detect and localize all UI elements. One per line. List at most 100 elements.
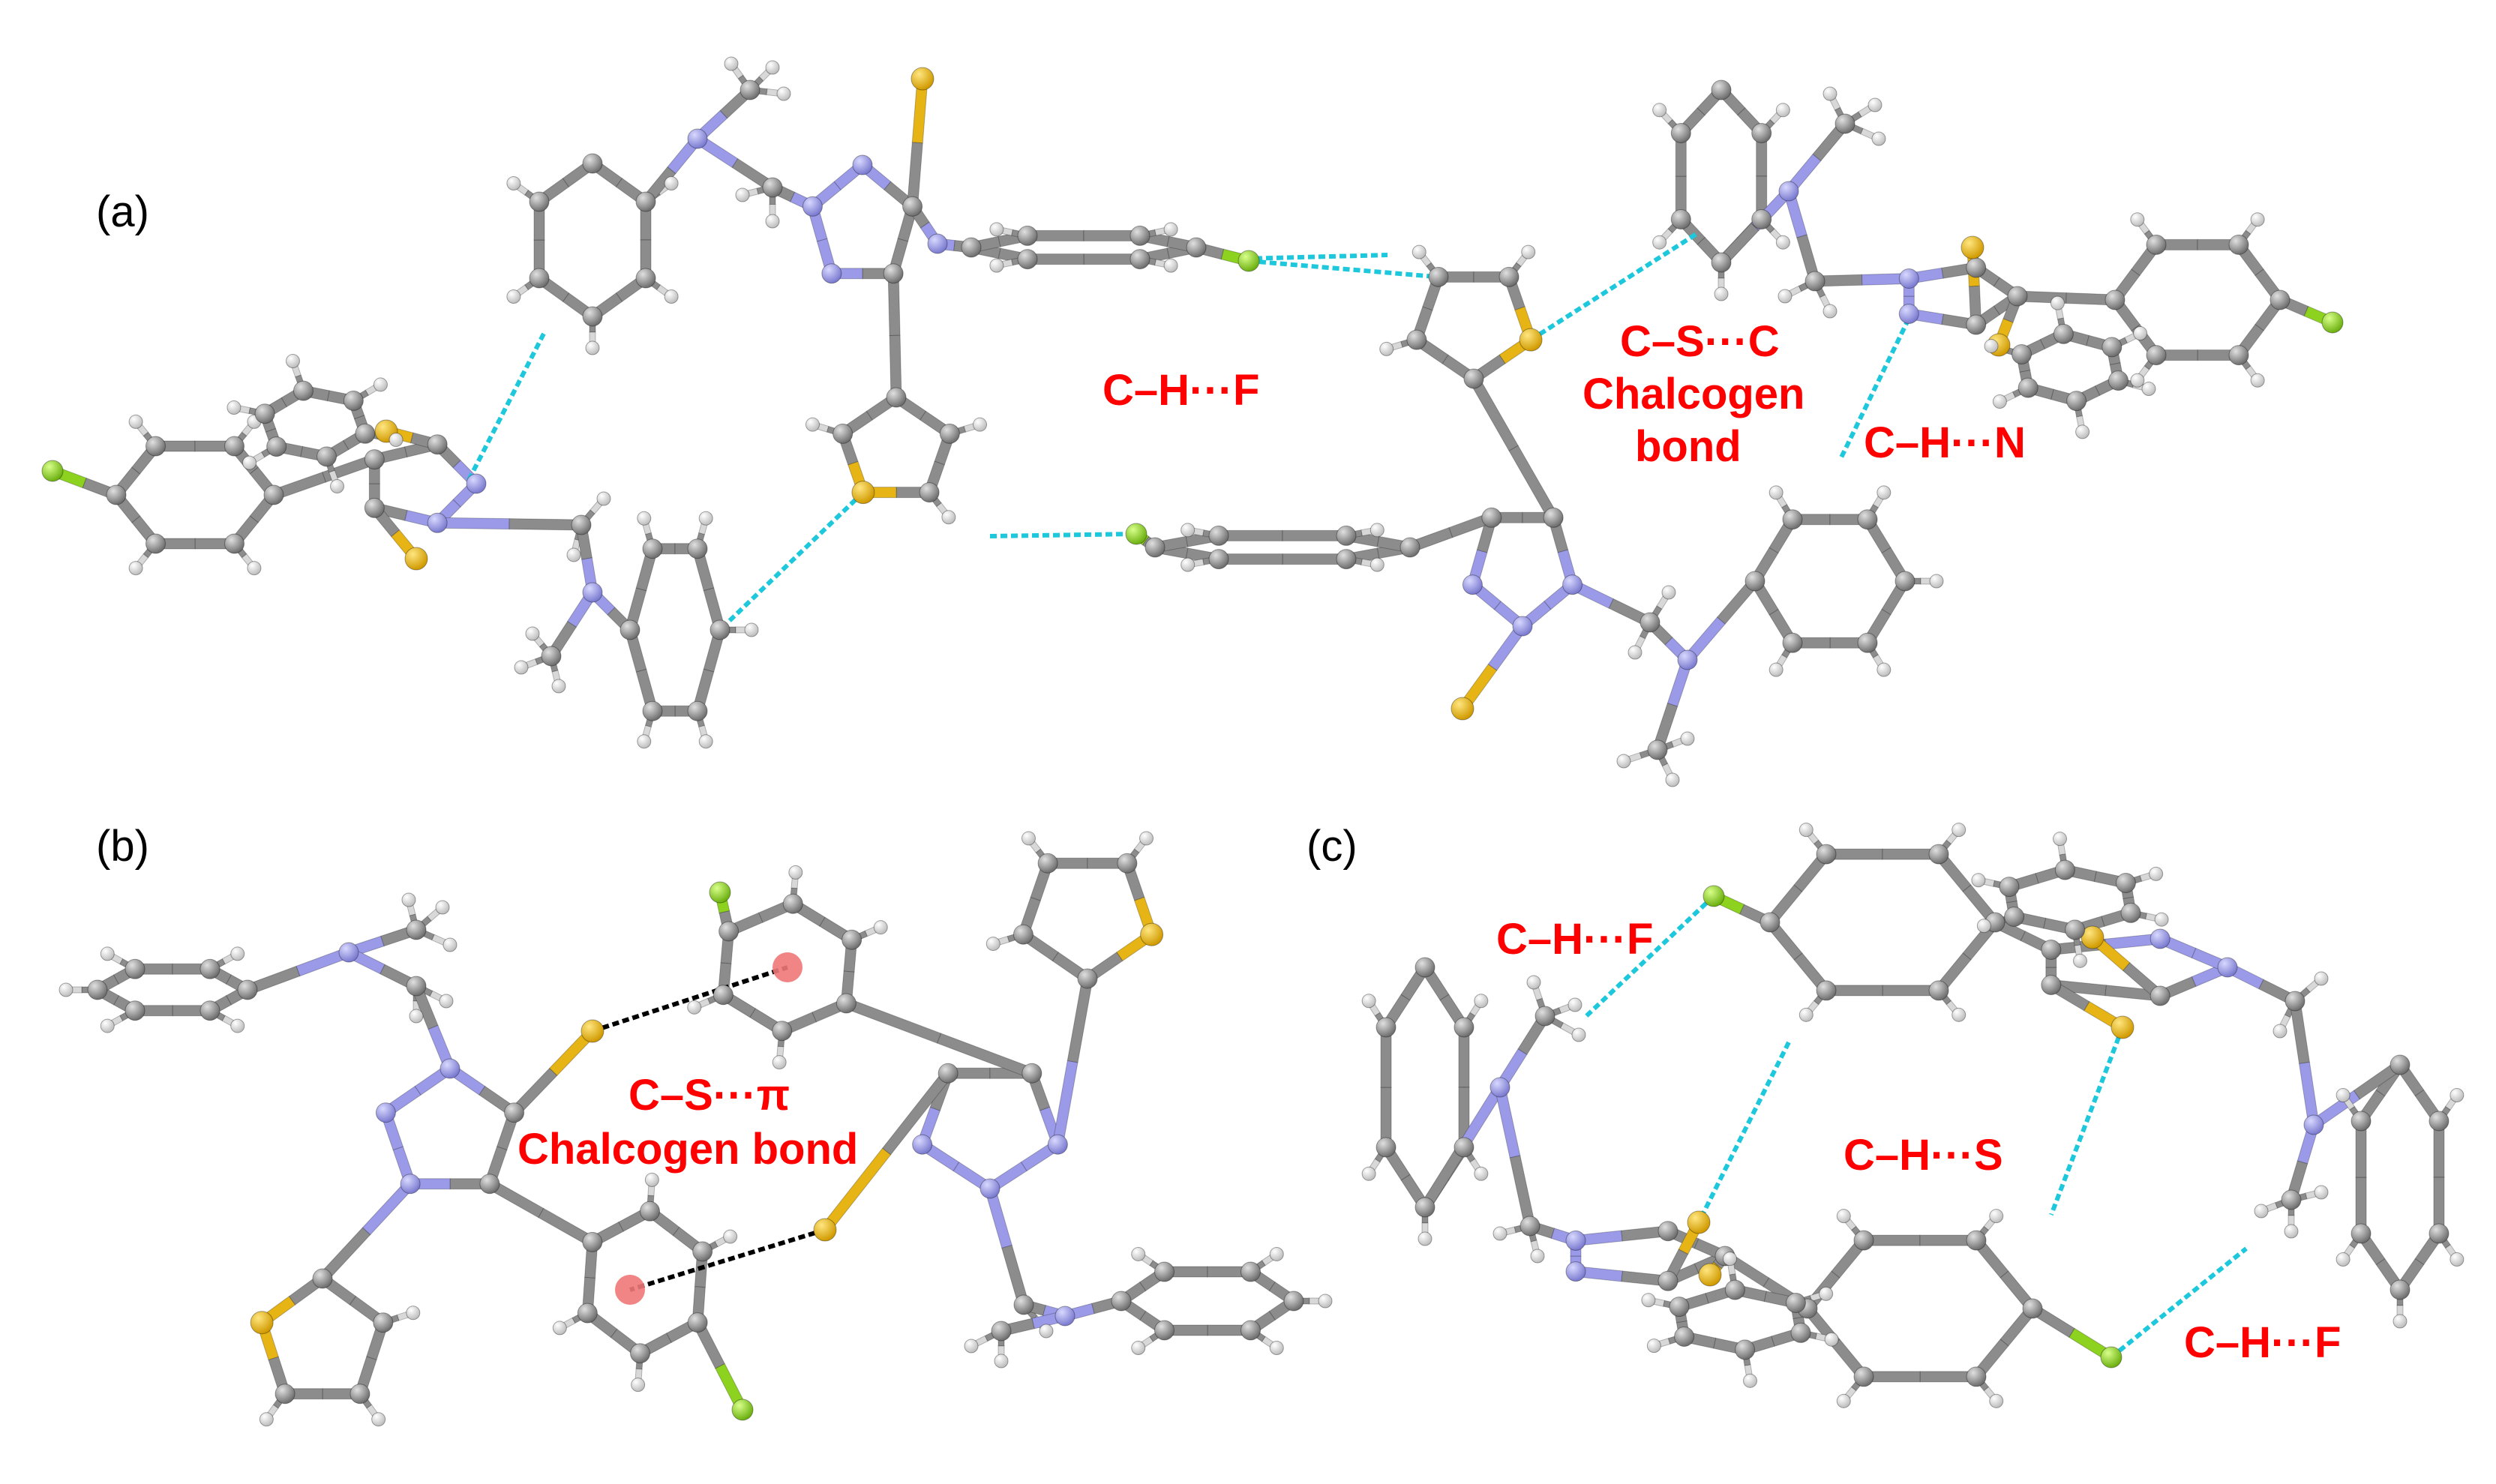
hydrogen-atom (1868, 97, 1882, 112)
sulfur-atom (1519, 328, 1543, 352)
hydrogen-atom (1379, 341, 1394, 356)
carbon-atom (1130, 225, 1150, 246)
carbon-atom (2108, 370, 2128, 391)
sulfur-atom (2110, 1015, 2134, 1039)
hydrogen-atom (698, 734, 713, 749)
hydrogen-atom (788, 865, 803, 880)
sulfur-atom (250, 1311, 274, 1335)
hydrogen-atom (964, 1339, 979, 1354)
hbond-ch-f (1244, 253, 1388, 261)
hydrogen-atom (1370, 557, 1384, 572)
carbon-atom (2350, 1223, 2372, 1244)
carbon-atom (2390, 1279, 2410, 1300)
carbon-atom (1670, 123, 1691, 143)
hydrogen-atom (1952, 1007, 1966, 1022)
hydrogen-atom (506, 176, 521, 191)
carbon-atom (842, 929, 862, 950)
hydrogen-atom (1616, 754, 1631, 769)
hydrogen-atom (247, 561, 262, 576)
carbon-atom (274, 1384, 296, 1405)
hydrogen-atom (1492, 1226, 1508, 1241)
hydrogen-atom (1723, 1252, 1738, 1267)
hydrogen-atom (1798, 823, 1814, 838)
noncovalent-contacts (466, 230, 2248, 1360)
carbon-atom (2390, 1054, 2410, 1075)
hydrogen-atom (1876, 485, 1892, 500)
hydrogen-atom (1971, 873, 1986, 888)
hydrogen-atom (1742, 1373, 1757, 1388)
carbon-atom (1154, 1261, 1174, 1282)
carbon-atom (1966, 314, 1987, 335)
hydrogen-atom (1836, 1393, 1851, 1408)
hydrogen-atom (406, 1306, 421, 1321)
carbon-atom (1037, 853, 1058, 874)
hydrogen-atom (242, 455, 257, 470)
ring-centroid (772, 952, 802, 982)
hydrogen-atom (525, 626, 540, 641)
hydrogen-atom (973, 417, 988, 432)
carbon-atom (938, 1063, 958, 1084)
hydrogen-atom (664, 289, 679, 304)
hydrogen-atom (2149, 866, 2164, 881)
carbon-atom (630, 1343, 651, 1364)
carbon-atom (1928, 844, 1949, 865)
sulfur-atom (1687, 1210, 1711, 1234)
carbon-atom (1240, 1320, 1261, 1341)
hydrogen-atom (1876, 662, 1892, 677)
hydrogen-atom (388, 432, 404, 447)
hydrogen-atom (566, 547, 581, 562)
carbon-atom (87, 979, 108, 1000)
hydrogen-atom (435, 900, 450, 915)
carbon-atom (1760, 912, 1780, 933)
carbon-atom (2041, 939, 2062, 960)
carbon-atom (2270, 289, 2290, 310)
carbon-atom (642, 538, 663, 559)
nitrogen-atom (912, 1134, 933, 1155)
carbon-atom (529, 268, 550, 289)
hydrogen-atom (776, 86, 791, 101)
hydrogen-atom (401, 892, 416, 907)
hydrogen-atom (1652, 103, 1667, 118)
carbon-atom (1017, 249, 1038, 270)
sulfur-atom (851, 481, 875, 505)
nitrogen-atom (821, 263, 842, 284)
hbond-ch-f (1248, 259, 1439, 280)
sulfur-atom (1140, 922, 1164, 946)
carbon-atom (1669, 1297, 1690, 1318)
carbon-atom (1966, 257, 1987, 278)
hydrogen-atom (439, 994, 454, 1009)
nitrogen-atom (1462, 574, 1483, 595)
carbon-atom (577, 1303, 598, 1324)
hbond-ch-s (2049, 1026, 2125, 1216)
carbon-atom (782, 893, 803, 914)
hydrogen-atom (1822, 86, 1838, 101)
carbon-atom (1117, 853, 1138, 874)
carbon-atom (1013, 1294, 1034, 1315)
hydrogen-atom (2254, 1204, 2269, 1219)
hydrogen-atom (2450, 1252, 2464, 1267)
hydrogen-atom (644, 1172, 659, 1187)
hydrogen-atom (1269, 1246, 1284, 1261)
annotation-cs-pi-line1: C–S···π (628, 1071, 790, 1120)
nitrogen-atom (980, 1178, 1000, 1199)
sulfur-atom (1698, 1263, 1722, 1287)
nitrogen-atom (440, 1058, 460, 1079)
nitrogen-atom (1565, 1261, 1586, 1282)
nitrogen-atom (375, 1102, 396, 1123)
nitrogen-atom (2303, 1114, 2324, 1135)
annotation-ch-s: C–H···S (1844, 1131, 2003, 1180)
hydrogen-atom (1180, 557, 1196, 572)
carbon-atom (2004, 906, 2025, 927)
carbon-atom (2007, 286, 2028, 307)
carbon-atom (1336, 525, 1357, 546)
carbon-atom (355, 423, 376, 444)
nitrogen-atom (1898, 268, 1919, 289)
carbon-atom (740, 79, 760, 100)
carbon-atom (1463, 368, 1484, 389)
hydrogen-atom (1474, 994, 1489, 1009)
hydrogen-atom (698, 511, 713, 526)
hydrogen-atom (2154, 912, 2169, 927)
hydrogen-atom (1652, 235, 1667, 250)
carbon-atom (2150, 985, 2170, 1006)
carbon-atom (2228, 234, 2249, 255)
